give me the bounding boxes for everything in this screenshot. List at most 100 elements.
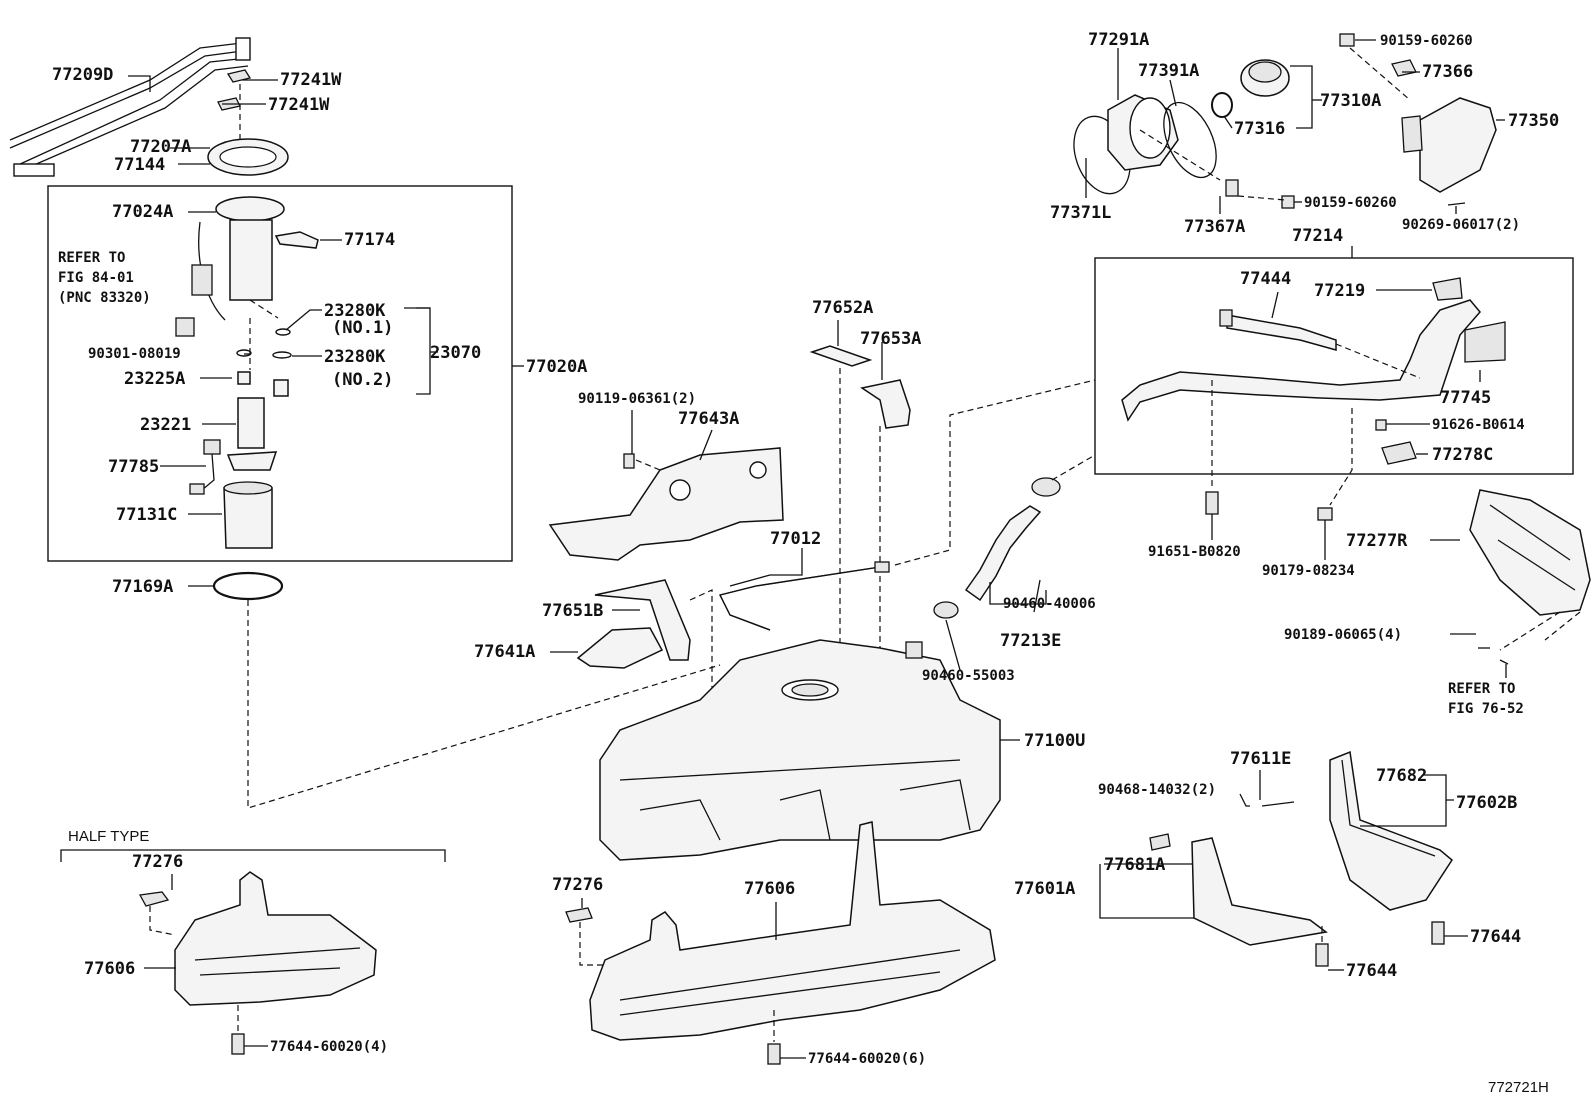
label-90159-60260-a: 90159-60260 [1380,33,1473,49]
label-77644-60020-4: 77644-60020(4) [270,1039,388,1055]
pressure-regulator [273,379,289,397]
label-90159-60260-b: 90159-60260 [1304,195,1397,211]
label-77209D: 77209D [52,65,113,85]
label-77207A: 77207A [130,137,191,157]
label-77213E: 77213E [1000,631,1061,651]
tube-clamp-1 [226,69,252,83]
band-bolt-77611E [1261,801,1295,807]
protector-77641A [576,627,664,669]
bolt-77644-b [1315,943,1329,967]
label-77651B: 77651B [542,601,603,621]
label-77350: 77350 [1508,111,1559,131]
label-90119: 90119-06361(2) [578,391,696,407]
label-77644-a: 77644 [1470,927,1521,947]
label-77366: 77366 [1422,62,1473,82]
nut-90179 [1317,507,1333,521]
vent-tube [719,561,890,631]
label-90460-40006: 90460-40006 [1003,596,1096,612]
fuel-tank-protector [548,447,784,561]
label-23225A: 23225A [124,369,185,389]
o-ring-no1 [275,328,291,336]
label-77644-60020-6: 77644-60020(6) [808,1051,926,1067]
bolt-91626 [1375,419,1387,431]
label-77278C: 77278C [1432,445,1493,465]
label-77611E: 77611E [1230,749,1291,769]
screw-90159-a [1339,33,1355,47]
label-77601A: 77601A [1014,879,1075,899]
band-cushion-77682 [1341,759,1436,857]
label-77371L: 77371L [1050,203,1111,223]
label-77100U: 77100U [1024,731,1085,751]
lock-ring [207,138,289,176]
fuel-pump-wire [189,439,221,495]
label-77012: 77012 [770,529,821,549]
label-90460-55003: 90460-55003 [922,668,1015,684]
half-type-note: HALF TYPE [68,828,149,845]
label-no1: (NO.1) [332,318,393,338]
label-90269: 90269-06017(2) [1402,217,1520,233]
label-77745: 77745 [1440,388,1491,408]
label-77276: 77276 [552,875,603,895]
label-77310A: 77310A [1320,91,1381,111]
refer-fig-84-line3: (PNC 83320) [58,290,151,306]
label-77291A: 77291A [1088,30,1149,50]
fuel-suction-filter [223,481,273,549]
fuel-lid-hinge [1391,59,1417,77]
label-77643A: 77643A [678,409,739,429]
fuel-pump [226,397,278,471]
fuel-inlet-gasket [1163,101,1217,179]
label-77020A: 77020A [526,357,587,377]
label-91651: 91651-B0820 [1148,544,1241,560]
label-90468: 90468-14032(2) [1098,782,1216,798]
clip-90468 [1149,833,1171,851]
label-77444: 77444 [1240,269,1291,289]
protector-77653A [860,379,911,429]
fuel-tank-under-cover [589,821,996,1041]
label-77606-half: 77606 [84,959,135,979]
label-77214: 77214 [1292,226,1343,246]
label-77144: 77144 [114,155,165,175]
label-90189: 90189-06065(4) [1284,627,1402,643]
fuel-filler-door [1401,97,1497,193]
screw-90159-b [1281,195,1295,209]
refer-fig-84-line2: FIG 84-01 [58,270,134,286]
label-77606: 77606 [744,879,795,899]
o-ring-no2 [272,351,292,359]
figure-code: 772721H [1488,1079,1549,1096]
gasket-90301 [236,349,252,357]
fuel-tank-band-77602B [1329,750,1453,911]
label-23221: 23221 [140,415,191,435]
protector-77652A [809,345,873,367]
label-91626: 91626-B0614 [1432,417,1525,433]
bolt-77644-60020-6 [767,1043,781,1065]
label-77785: 77785 [108,457,159,477]
label-77241W-1: 77241W [280,70,342,90]
fuel-cap [1240,59,1290,97]
bracket-77276-half [138,891,170,907]
refer-fig-76-line1: REFER TO [1448,681,1515,697]
fuel-pump-bracket [175,196,285,337]
label-23070: 23070 [430,343,481,363]
label-77681A: 77681A [1104,855,1165,875]
label-90179: 90179-08234 [1262,563,1355,579]
label-77316: 77316 [1234,119,1285,139]
label-77219: 77219 [1314,281,1365,301]
fuel-tank-under-cover-half [174,871,377,1006]
bracket-77276 [565,907,593,923]
clip-76-52 [1499,659,1509,665]
leader-lines [128,39,1507,1059]
bolt-90119 [623,453,635,469]
label-77644-b: 77644 [1346,961,1397,981]
fuel-filter-cushion [237,371,251,385]
screw-90269 [1447,202,1466,206]
fuel-filler-pipe-protector [1469,489,1591,616]
protector-77651B [594,579,691,661]
filler-protector-77219 [1432,277,1463,301]
label-77169A: 77169A [112,577,173,597]
refer-fig-84-line1: REFER TO [58,250,125,266]
label-77131C: 77131C [116,505,177,525]
label-23280K-2: 23280K [324,347,386,367]
breather-hose [1219,309,1337,351]
bolt-77644-60020-4 [231,1033,245,1055]
